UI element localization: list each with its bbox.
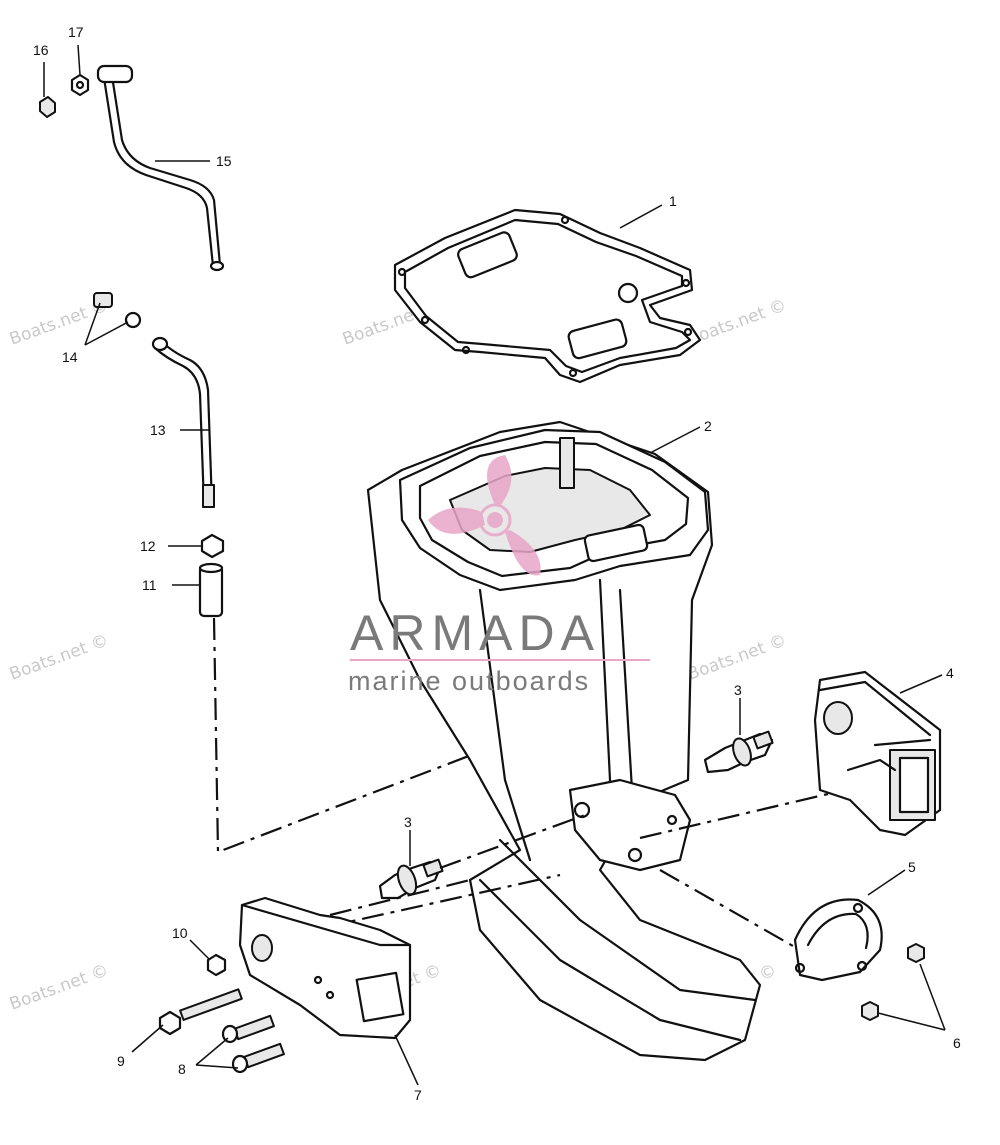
leader-lines bbox=[43, 44, 946, 1086]
assembly-line-7 bbox=[329, 878, 471, 917]
part-7-lower-bracket bbox=[238, 896, 412, 1040]
callout-14: 14 bbox=[62, 349, 78, 365]
callout-10: 10 bbox=[172, 925, 188, 941]
assembly-line-3-lower bbox=[439, 813, 586, 870]
part-10-nut bbox=[206, 953, 227, 977]
part-1-gasket bbox=[393, 208, 702, 384]
callout-3-upper: 3 bbox=[734, 682, 742, 698]
part-14-clip bbox=[93, 292, 142, 329]
watermark-text: Boats.net © bbox=[7, 630, 111, 684]
part-11-sleeve bbox=[198, 562, 224, 618]
callout-13: 13 bbox=[150, 422, 166, 438]
part-12-nut bbox=[200, 533, 225, 559]
callout-9: 9 bbox=[117, 1053, 125, 1069]
callout-12: 12 bbox=[140, 538, 156, 554]
callout-11: 11 bbox=[142, 577, 157, 593]
callout-5: 5 bbox=[908, 859, 916, 875]
brand-name: ARMADA bbox=[350, 605, 600, 661]
part-8-bolts bbox=[221, 1014, 285, 1074]
callout-labels: 1 2 3 3 4 5 6 7 8 9 10 11 12 13 14 15 16… bbox=[33, 24, 961, 1103]
part-4-mount-bracket bbox=[813, 670, 942, 837]
assembly-line-6 bbox=[659, 869, 801, 951]
watermark-text: Boats.net © bbox=[685, 295, 789, 349]
callout-8: 8 bbox=[178, 1061, 186, 1077]
assembly-line-4 bbox=[639, 788, 846, 840]
part-3-mount-stud-lower bbox=[378, 858, 444, 900]
brand-tagline: marine outboards bbox=[348, 666, 590, 696]
callout-17: 17 bbox=[68, 24, 84, 40]
armada-logo-icon bbox=[428, 455, 541, 576]
part-13-rod bbox=[151, 336, 215, 508]
part-15-shift-rod bbox=[96, 64, 225, 272]
callout-16: 16 bbox=[33, 42, 49, 58]
watermark-text: Boats.net © bbox=[7, 960, 111, 1014]
part-9-bolt bbox=[158, 988, 243, 1036]
watermark-text: Boats.net © bbox=[685, 630, 789, 684]
part-17-washer bbox=[70, 73, 90, 97]
callout-3-lower: 3 bbox=[404, 814, 412, 830]
part-6-bolts bbox=[861, 943, 925, 1021]
callout-6: 6 bbox=[953, 1035, 961, 1051]
callout-1: 1 bbox=[669, 193, 677, 209]
callout-2: 2 bbox=[704, 418, 712, 434]
part-16-nut bbox=[39, 96, 56, 118]
part-3-mount-stud-upper bbox=[703, 730, 774, 774]
callout-4: 4 bbox=[946, 665, 954, 681]
callout-15: 15 bbox=[216, 153, 232, 169]
part-5-mount-cover bbox=[793, 898, 883, 982]
callout-7: 7 bbox=[414, 1087, 422, 1103]
